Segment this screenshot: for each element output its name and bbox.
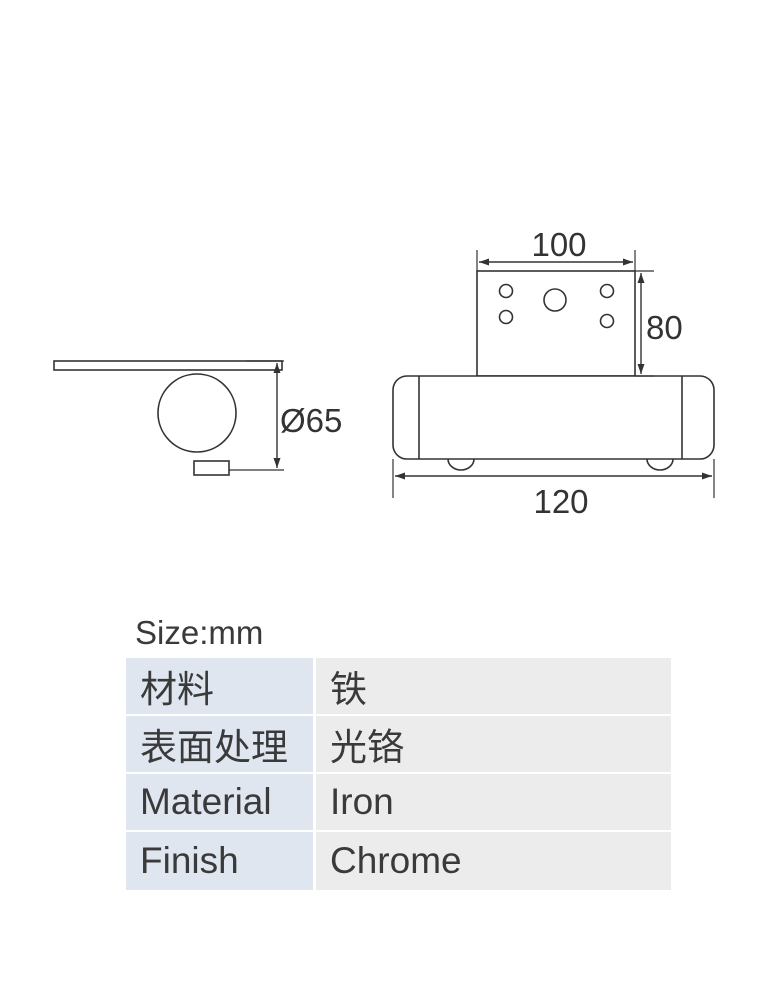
spec-label-material: Material [126, 774, 316, 832]
technical-drawing: Ø65 100 80 120 [53, 226, 715, 520]
wheel-bottom-left [447, 458, 475, 471]
table-row: Material Iron [126, 774, 671, 832]
spec-label-material-cn: 材料 [126, 658, 316, 716]
height-80-label: 80 [646, 309, 683, 346]
mounting-plate-side [53, 360, 283, 371]
wheel-bottom-right [646, 458, 674, 471]
spec-value-finish: Chrome [316, 832, 671, 890]
table-row: Finish Chrome [126, 832, 671, 890]
spec-label-finish-cn: 表面处理 [126, 716, 316, 774]
caster-wheel-side [157, 373, 237, 453]
roller-body [392, 375, 715, 460]
spec-label-finish: Finish [126, 832, 316, 890]
center-hole [543, 288, 567, 312]
screw-hole [599, 283, 615, 299]
spec-value-material: Iron [316, 774, 671, 832]
screw-hole [599, 313, 615, 329]
caster-base-side [193, 460, 230, 476]
width-120-label: 120 [533, 483, 588, 520]
side-view [53, 360, 284, 476]
spec-table: 材料 铁 表面处理 光铬 Material Iron Finish Chrome [126, 658, 671, 890]
spec-value-material-cn: 铁 [316, 658, 671, 716]
size-unit-note: Size:mm [135, 614, 264, 651]
width-100-label: 100 [531, 226, 586, 263]
table-row: 材料 铁 [126, 658, 671, 716]
screw-hole [498, 283, 514, 299]
front-view [392, 250, 715, 498]
screw-hole [498, 309, 514, 325]
diameter-label: Ø65 [280, 402, 342, 439]
spec-value-finish-cn: 光铬 [316, 716, 671, 774]
table-row: 表面处理 光铬 [126, 716, 671, 774]
